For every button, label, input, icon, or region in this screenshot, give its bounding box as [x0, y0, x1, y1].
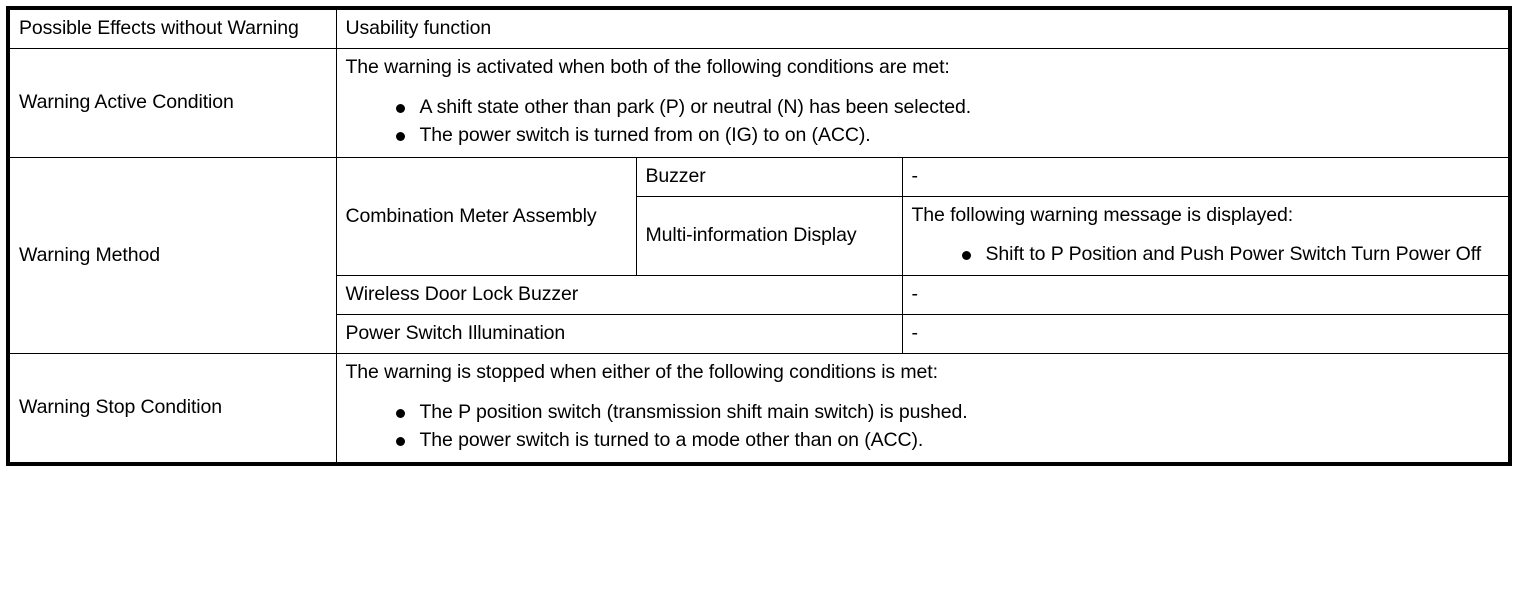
row-value-possible-effects: Usability function: [335, 7, 1511, 49]
table-row-warning-method-wireless-door-lock-buzzer: Wireless Door Lock Buzzer -: [8, 275, 1511, 316]
row-label-possible-effects: Possible Effects without Warning: [7, 7, 337, 49]
table-row-warning-method-multi-information-display: Multi-information Display The following …: [8, 195, 1511, 277]
warning-specification-table: Possible Effects without Warning Usabili…: [6, 6, 1513, 467]
list-item: The power switch is turned to a mode oth…: [395, 428, 1500, 454]
item-label-text: Wireless Door Lock Buzzer: [345, 283, 579, 306]
row-label-text: Possible Effects without Warning: [19, 17, 299, 39]
list-item: The power switch is turned from on (IG) …: [395, 123, 1500, 149]
group-label-combination-meter-assembly: Combination Meter Assembly: [335, 156, 637, 277]
item-label-power-switch-illumination: Power Switch Illumination: [335, 314, 903, 355]
table-row-warning-active-condition: Warning Active Condition The warning is …: [7, 47, 1511, 158]
list-item-text: The power switch is turned to a mode oth…: [419, 429, 924, 452]
table-row-warning-stop-condition: Warning Stop Condition The warning is st…: [7, 353, 1511, 465]
list-item-text: The power switch is turned from on (IG) …: [419, 123, 871, 146]
condition-intro-text: The warning is activated when both of th…: [345, 55, 950, 78]
item-value-multi-information-display: The following warning message is display…: [901, 195, 1511, 277]
condition-bullet-list: A shift state other than park (P) or neu…: [346, 95, 1500, 149]
row-label-warning-stop-condition: Warning Stop Condition: [7, 353, 337, 465]
row-label-warning-method: Warning Method: [7, 156, 337, 355]
list-item: Shift to P Position and Push Power Switc…: [961, 242, 1500, 268]
message-bullet-list: Shift to P Position and Push Power Switc…: [912, 242, 1500, 268]
item-value-buzzer: -: [901, 156, 1511, 197]
item-label-buzzer: Buzzer: [635, 156, 903, 197]
bullet-dot-icon: [395, 103, 405, 113]
row-label-warning-active-condition: Warning Active Condition: [7, 47, 337, 158]
row-value-text: Usability function: [345, 17, 492, 39]
row-label-text: Warning Active Condition: [19, 90, 234, 113]
item-label-multi-information-display: Multi-information Display: [635, 195, 903, 277]
condition-bullet-list: The P position switch (transmission shif…: [346, 400, 1500, 454]
bullet-dot-icon: [395, 409, 405, 419]
item-value-text: -: [911, 322, 919, 345]
group-label-text: Combination Meter Assembly: [345, 204, 597, 227]
list-item-text: A shift state other than park (P) or neu…: [419, 95, 972, 118]
bullet-dot-icon: [961, 250, 971, 260]
list-item-text: The P position switch (transmission shif…: [419, 401, 968, 424]
table-row-warning-method-power-switch-illumination: Power Switch Illumination -: [8, 314, 1511, 355]
bullet-dot-icon: [395, 437, 405, 447]
row-value-warning-active-condition: The warning is activated when both of th…: [335, 47, 1511, 158]
row-label-text: Warning Method: [19, 243, 160, 266]
row-label-text: Warning Stop Condition: [19, 396, 223, 419]
item-value-text: -: [911, 164, 919, 187]
item-value-text: -: [911, 283, 919, 306]
bullet-dot-icon: [395, 131, 405, 141]
item-label-text: Multi-information Display: [645, 224, 857, 247]
condition-intro-text: The warning is stopped when either of th…: [345, 361, 939, 384]
table-row-possible-effects: Possible Effects without Warning Usabili…: [7, 7, 1511, 49]
item-label-text: Buzzer: [645, 164, 706, 187]
table-row-warning-method-buzzer: Warning Method Combination Meter Assembl…: [7, 156, 1511, 355]
item-value-power-switch-illumination: -: [901, 314, 1511, 355]
list-item: The P position switch (transmission shif…: [395, 400, 1500, 426]
item-value-wireless-door-lock-buzzer: -: [901, 275, 1511, 316]
row-value-warning-stop-condition: The warning is stopped when either of th…: [335, 353, 1511, 465]
item-label-text: Power Switch Illumination: [345, 322, 566, 345]
list-item-text: Shift to P Position and Push Power Switc…: [985, 242, 1482, 265]
item-label-wireless-door-lock-buzzer: Wireless Door Lock Buzzer: [335, 275, 903, 316]
list-item: A shift state other than park (P) or neu…: [395, 95, 1500, 121]
message-intro-text: The following warning message is display…: [911, 203, 1294, 226]
